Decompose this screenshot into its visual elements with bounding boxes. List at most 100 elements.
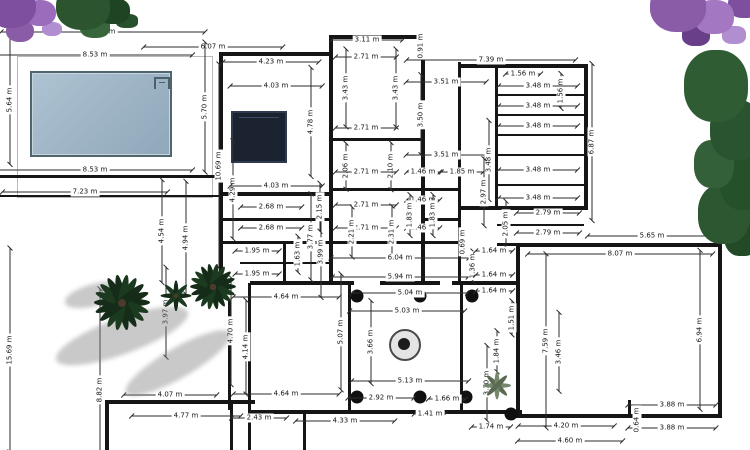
dimension-text: 4.54 m (157, 216, 167, 246)
dimension-text: 3.88 m (657, 400, 687, 410)
wall-segment (230, 400, 233, 450)
dimension-text: 1.64 m (479, 246, 509, 256)
tree-top-left-icon (56, 0, 110, 30)
dimension-text: 3.99 m (316, 237, 326, 267)
dimension-text: 2.31 m (387, 217, 397, 247)
wall-segment (460, 283, 463, 414)
dimension-text: 1.46 m (408, 167, 438, 177)
wall-segment (283, 243, 286, 284)
wall-segment (495, 64, 498, 210)
wall-segment (329, 138, 425, 141)
dimension-text: 8.82 m (95, 375, 105, 405)
bougainvillea-top-right-icon (650, 0, 706, 32)
pool-ladder-icon (154, 77, 170, 89)
dimension-text: 1.56 m (508, 69, 538, 79)
dimension-text: 10.69 m (214, 149, 224, 183)
wall-segment (0, 195, 222, 197)
dimension-text: 6.07 m (198, 42, 228, 52)
wall-segment (329, 52, 333, 284)
wall-segment (219, 192, 333, 196)
dimension-text: 5.04 m (395, 288, 425, 298)
dimension-text: 8.53 m (80, 165, 110, 175)
dimension-text: 5.65 m (637, 231, 667, 241)
wall-segment (380, 281, 440, 285)
dark-furniture-block (231, 111, 287, 163)
dimension-text: 1.95 m (242, 246, 272, 256)
dimension-text: 1.84 m (492, 336, 502, 366)
swimming-pool (30, 71, 172, 157)
dimension-text: 2.92 m (366, 393, 396, 403)
dimension-text: 8.53 m (80, 50, 110, 60)
dimension-text: 3.48 m (523, 101, 553, 111)
dimension-text: 4.60 m (555, 436, 585, 446)
wall-segment (105, 400, 255, 404)
dimension-text: 2.06 m (341, 151, 351, 181)
dimension-text: 3.66 m (366, 327, 376, 357)
wall-segment (497, 154, 584, 156)
dimension-text: 4.20 m (551, 421, 581, 431)
wall-segment (248, 410, 522, 414)
dimension-text: 1.66 m (432, 394, 462, 404)
dimension-text: 3.48 m (523, 193, 553, 203)
wall-segment (219, 241, 333, 244)
dimension-text: 6.87 m (587, 127, 597, 157)
dimension-text: 2.79 m (533, 228, 563, 238)
wall-segment (718, 243, 722, 418)
dimension-text: 5.70 m (200, 92, 210, 122)
dimension-text: 5.94 m (385, 272, 415, 282)
dimension-text: 1.56 m (556, 76, 566, 106)
wall-segment (303, 410, 306, 450)
wall-segment (329, 188, 425, 191)
dimension-text: 2.68 m (256, 223, 286, 233)
dimension-text: 3.50 m (416, 100, 426, 130)
dimension-text: 2.71 m (351, 52, 381, 62)
dimension-text: 1.85 m (447, 167, 477, 177)
wall-segment (219, 218, 333, 221)
dimension-text: 4.03 m (261, 181, 291, 191)
dimension-text: 2.21 m (347, 217, 357, 247)
palm-trunk (209, 283, 217, 291)
dimension-text: 3.88 m (657, 423, 687, 433)
wall-segment (425, 188, 458, 191)
wall-segment (0, 175, 222, 178)
dimension-text: 6.94 m (695, 315, 705, 345)
wall-segment (458, 64, 588, 68)
dimension-text: 4.94 m (181, 223, 191, 253)
wall-segment (584, 64, 588, 210)
dimension-text: 1.64 m (479, 286, 509, 296)
dimension-text: 3.48 m (523, 81, 553, 91)
wall-segment (497, 224, 584, 226)
wall-segment (228, 300, 231, 410)
wall-segment (240, 262, 333, 264)
dimension-text: 3.43 m (341, 73, 351, 103)
dimension-text: 7.39 m (476, 55, 506, 65)
wall-segment (250, 281, 354, 285)
wall-segment (248, 400, 251, 450)
structural-column (465, 289, 479, 303)
dimension-text: 2.43 m (244, 413, 274, 423)
dimension-text: 3.77 m (306, 222, 316, 252)
wall-segment (516, 243, 722, 247)
dimension-text: 3.46 m (554, 337, 564, 367)
dimension-text: 5.64 m (5, 85, 15, 115)
wall-segment (516, 414, 722, 418)
dimension-text: 7.23 m (70, 187, 100, 197)
dimension-text: 6.04 m (385, 253, 415, 263)
dimension-text: 0.91 m (416, 31, 426, 61)
wall-segment (329, 35, 333, 55)
dimension-text: 8.07 m (605, 249, 635, 259)
wall-segment (497, 134, 584, 136)
dimension-text: 1.63 m (293, 239, 303, 269)
dimension-text: 1.83 m (428, 200, 438, 230)
pool-terrace (17, 56, 213, 198)
dimension-text: 2.05 m (501, 209, 511, 239)
dimension-text: 15.69 m (5, 333, 15, 367)
dimension-text: 3.11 m (352, 35, 382, 45)
dimension-text: 2.79 m (533, 208, 563, 218)
wall-segment (219, 52, 333, 56)
dimension-text: 2.10 m (386, 151, 396, 181)
dimension-text: 2.15 m (315, 192, 325, 222)
dimension-text: 1.51 m (507, 303, 517, 333)
dimension-text: 1.46 m (408, 195, 438, 205)
